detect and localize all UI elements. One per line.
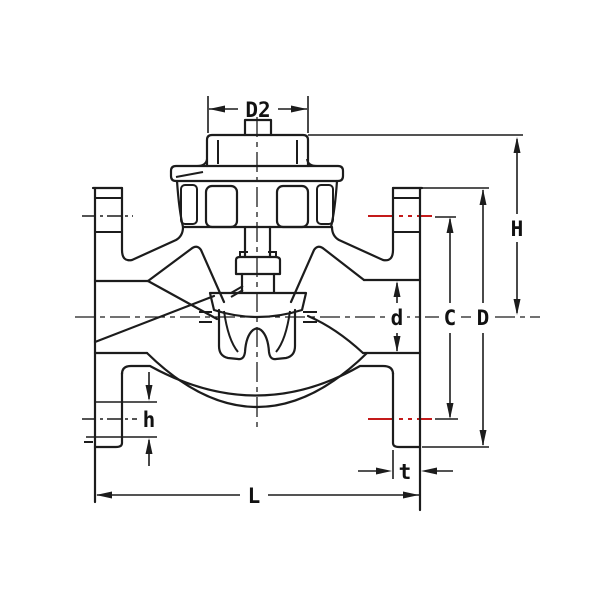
dimension-D2: D2 (207, 96, 309, 133)
stem-top (243, 118, 273, 137)
dimension-D (422, 187, 489, 448)
centerlines (75, 117, 540, 428)
yoke-left (146, 245, 226, 304)
dim-label-flange-thickness: t (399, 460, 412, 484)
gland-collar (234, 255, 282, 276)
stem-and-disc (199, 225, 317, 361)
dimension-h: h (86, 372, 157, 466)
valve-body (84, 118, 424, 512)
dim-label-bore: d (391, 306, 404, 330)
handwheel (169, 118, 345, 229)
dim-label-top-width: D2 (245, 98, 270, 122)
dimension-t: t (358, 450, 453, 510)
belly-inner-arc (120, 364, 395, 397)
body-shell (93, 245, 422, 408)
dimension-C (435, 216, 458, 420)
cap-nut (205, 133, 310, 168)
left-flange (84, 186, 185, 504)
rim-left-inner (180, 184, 198, 225)
dimension-H: H (308, 134, 524, 315)
spoke-window-left (204, 184, 239, 229)
dimension-d (393, 281, 401, 352)
dimensions: D2 H (86, 96, 523, 510)
dim-label-bolt-hole: h (143, 408, 156, 432)
disc-guide-wings (217, 308, 297, 361)
yoke-right (289, 245, 366, 304)
dim-label-height: H (511, 217, 524, 241)
dim-label-bolt-circle: C (444, 306, 457, 330)
rim-right-inner (316, 184, 334, 225)
spoke-window-right (275, 184, 310, 229)
dim-label-face-to-face: L (248, 484, 261, 508)
dim-label-flange-diameter: D (477, 306, 490, 330)
dimension-L: L (96, 484, 419, 508)
